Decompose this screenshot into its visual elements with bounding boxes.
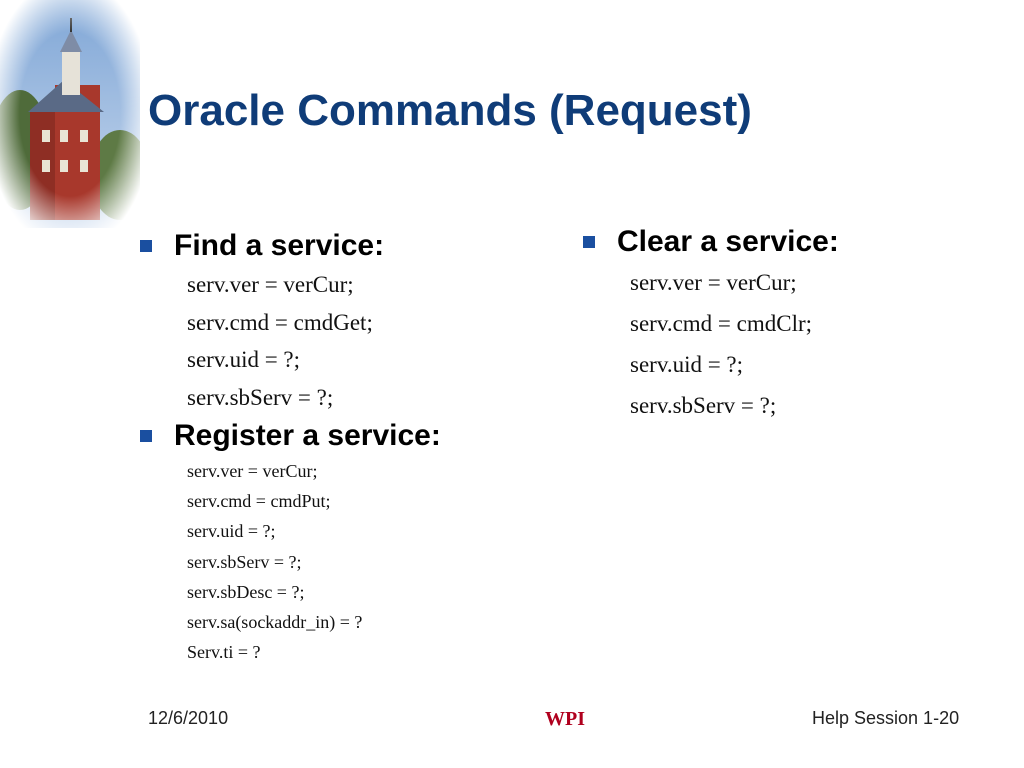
bullet-heading: Clear a service:	[617, 225, 839, 258]
code-line: serv.sbDesc = ?;	[187, 581, 305, 602]
campus-building-image	[0, 0, 140, 228]
slide-title: Oracle Commands (Request)	[148, 86, 752, 135]
code-line: serv.ver = verCur;	[630, 270, 797, 295]
footer-org-logo: WPI	[545, 708, 585, 730]
code-line: serv.cmd = cmdGet;	[187, 309, 373, 335]
bullet-clear-service: Clear a service:	[583, 222, 839, 262]
footer-date: 12/6/2010	[148, 708, 229, 728]
square-bullet-icon	[583, 236, 595, 248]
bullet-register-service: Register a service:	[140, 416, 441, 456]
footer-page-number: Help Session 1-20	[812, 708, 960, 728]
square-bullet-icon	[140, 240, 152, 252]
code-line: serv.ver = verCur;	[187, 272, 354, 297]
square-bullet-icon	[140, 430, 152, 442]
clear-service-code: serv.ver = verCur; serv.cmd = cmdClr; se…	[583, 262, 839, 426]
code-line: serv.uid = ?;	[630, 352, 744, 377]
bullet-find-service: Find a service:	[140, 226, 441, 266]
code-line: serv.uid = ?;	[187, 521, 276, 542]
register-service-code: serv.ver = verCur; serv.cmd = cmdPut; se…	[140, 456, 441, 667]
right-column: Clear a service: serv.ver = verCur; serv…	[583, 222, 839, 426]
find-service-code: serv.ver = verCur; serv.cmd = cmdGet; se…	[140, 266, 441, 416]
left-column: Find a service: serv.ver = verCur; serv.…	[140, 226, 441, 667]
code-line: serv.cmd = cmdClr;	[630, 311, 813, 336]
code-line: serv.sbServ = ?;	[630, 393, 777, 418]
code-line: serv.ver = verCur;	[187, 461, 318, 481]
code-line: serv.sbServ = ?;	[187, 551, 302, 572]
code-line: serv.sbServ = ?;	[187, 384, 334, 410]
code-line: Serv.ti = ?	[187, 642, 261, 663]
bullet-heading: Register a service:	[174, 419, 441, 452]
bullet-heading: Find a service:	[174, 229, 385, 262]
code-line: serv.cmd = cmdPut;	[187, 491, 331, 512]
code-line: serv.sa(sockaddr_in) = ?	[187, 611, 363, 632]
code-line: serv.uid = ?;	[187, 347, 301, 372]
